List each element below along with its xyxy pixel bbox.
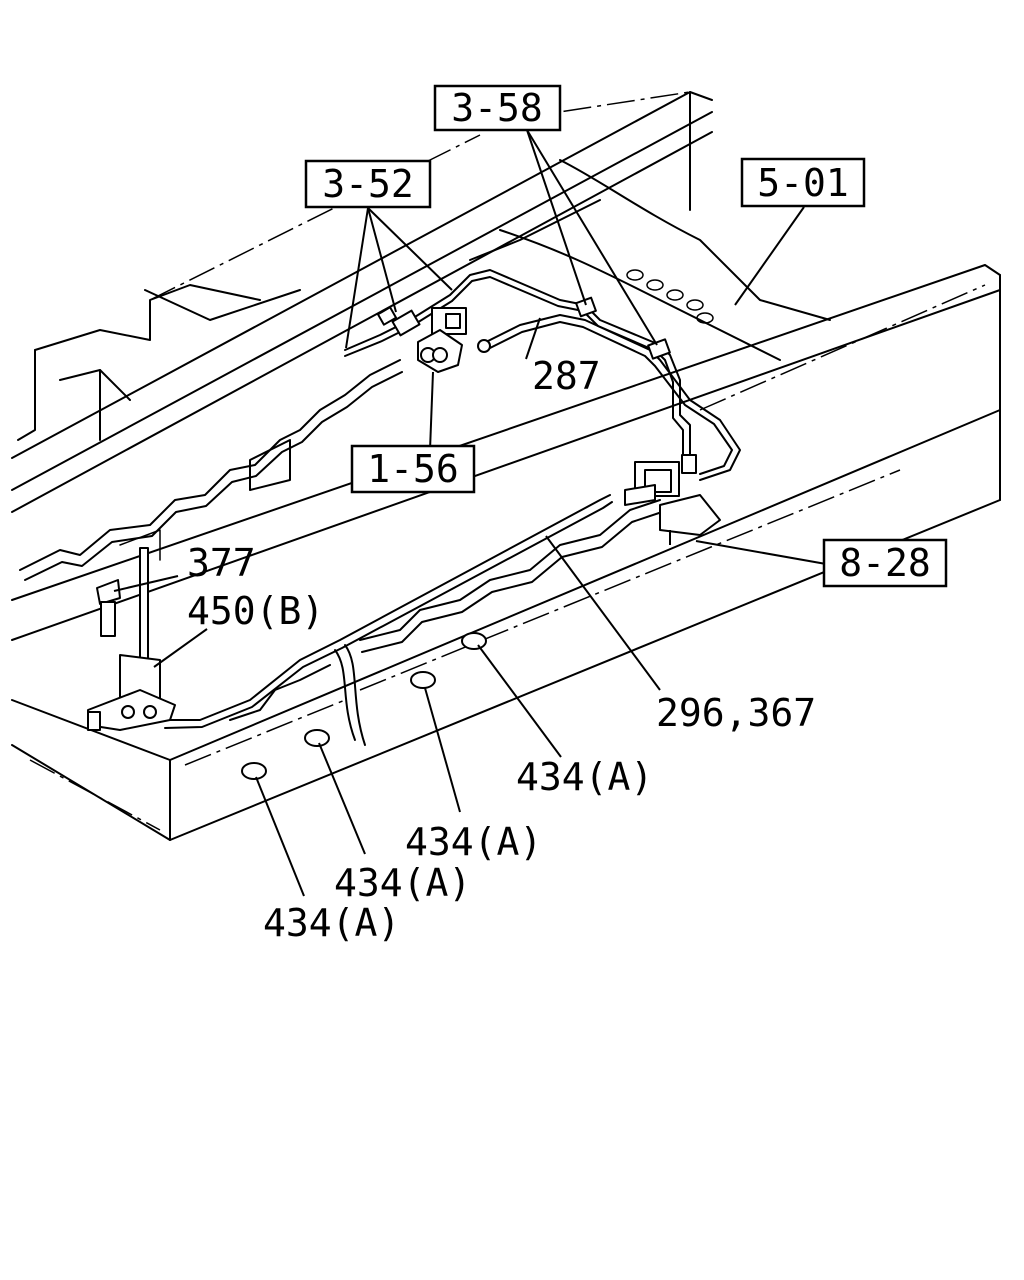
part-label-377: 377 [187,541,256,585]
leader-lines [113,129,827,897]
hose-clip-2 [304,729,330,747]
bracket-assembly [87,547,176,731]
ref-box-3-52: 3-52 [304,159,432,209]
part-label-450b: 450(B) [187,589,324,633]
part-label-434a-2: 434(A) [405,820,542,864]
ref-box-3-58: 3-58 [433,84,562,132]
hose-clip-4 [461,632,487,650]
ref-label-1-56: 1-56 [367,447,459,491]
frame-flange [19,359,663,721]
hose-clip-3 [410,671,436,689]
brake-pipe-lower [159,494,613,729]
ref-label-8-28: 8-28 [839,541,931,585]
part-label-434a-4: 434(A) [263,901,400,945]
part-label-434a-3: 434(A) [334,861,471,905]
ref-label-5-01: 5-01 [757,161,849,205]
part-label-287: 287 [532,354,601,398]
ref-box-5-01: 5-01 [740,157,866,208]
ref-box-8-28: 8-28 [822,538,948,588]
part-label-296-367: 296,367 [656,691,816,735]
hose-clip-1 [241,762,267,780]
ref-label-3-58: 3-58 [451,86,543,130]
upper-frame-rail [11,91,713,513]
pipe-fittings [376,296,721,545]
ref-label-3-52: 3-52 [322,162,414,206]
part-label-434a-1: 434(A) [516,755,653,799]
ref-box-1-56: 1-56 [350,444,476,494]
cross-member [469,159,831,361]
